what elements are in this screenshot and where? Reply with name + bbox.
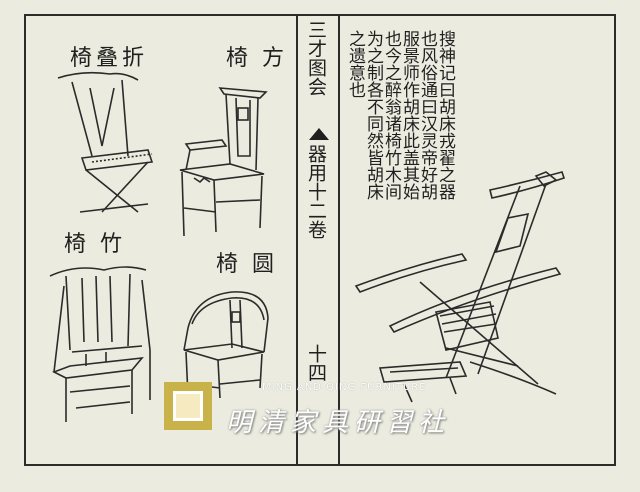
label-bamboo-chair: 竹椅	[64, 232, 137, 257]
triangle-marker-icon	[309, 128, 329, 140]
page-frame	[24, 14, 616, 466]
publisher-seal-icon	[164, 382, 212, 430]
text-column-3: 服景师作胡床此盖其始	[399, 30, 419, 200]
page-number: 十四	[305, 344, 327, 382]
watermark-text: 明清家具研習社	[226, 408, 451, 438]
bamboo-chair-illustration	[49, 266, 151, 422]
text-column-4: 也今之醉翁诸椅竹木间	[381, 30, 401, 200]
section-title: 器用十二卷	[305, 144, 327, 239]
text-column-6: 之遗意也	[345, 30, 365, 98]
text-column-2: 也风俗通曰汉灵帝好胡	[417, 30, 437, 200]
round-chair-illustration	[183, 291, 269, 399]
label-square-chair: 方椅	[226, 46, 299, 71]
folding-chair-illustration	[57, 71, 154, 213]
text-column-1: 搜神记曰胡床戎翟之器	[435, 30, 455, 200]
book-title: 三才图会	[305, 20, 327, 96]
label-folding-chair: 折叠椅	[70, 46, 149, 71]
text-column-5: 为之制各不同然皆胡床	[363, 30, 383, 200]
square-chair-illustration	[179, 87, 268, 237]
reclining-chair-illustration	[354, 171, 566, 403]
label-round-chair: 圆椅	[216, 252, 289, 277]
center-band	[296, 14, 340, 466]
watermark-english: MING AND QING FURNITURE	[262, 382, 427, 393]
